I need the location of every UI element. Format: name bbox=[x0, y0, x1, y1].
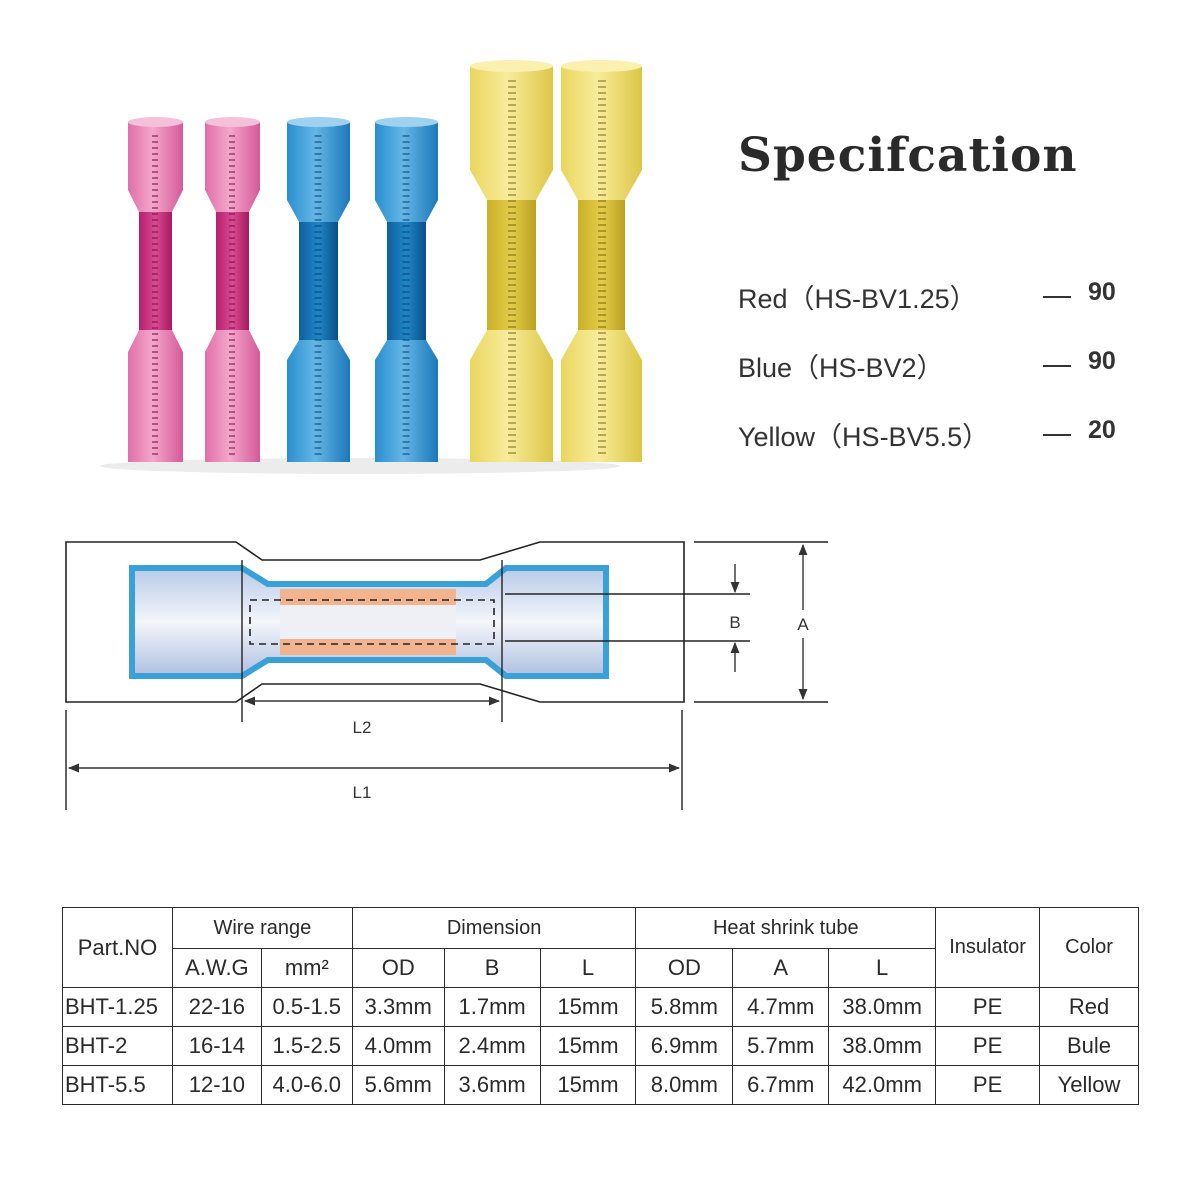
dimension-diagram: B A L2 L1 bbox=[65, 541, 828, 810]
spec-dash bbox=[1043, 434, 1071, 436]
table-cell: 15mm bbox=[539, 1026, 637, 1066]
spec-item-qty: 20 bbox=[1088, 416, 1116, 444]
table-cell: 5.8mm bbox=[635, 987, 734, 1027]
table-cell: Yellow bbox=[1039, 1065, 1139, 1105]
subheader-tube-l: L bbox=[828, 948, 937, 988]
subheader-awg: A.W.G bbox=[171, 948, 262, 988]
subheader-dim-b: B bbox=[443, 948, 541, 988]
subheader-dim-l: L bbox=[539, 948, 637, 988]
spec-item-label: Yellow（HS-BV5.5） bbox=[738, 422, 990, 452]
dim-label-a: A bbox=[797, 615, 809, 634]
subheader-mm2: mm² bbox=[260, 948, 353, 988]
table-cell: BHT-5.5 bbox=[62, 1065, 173, 1105]
spec-title: Specifcation bbox=[738, 128, 1078, 183]
table-cell: 38.0mm bbox=[828, 1026, 937, 1066]
header-dimension: Dimension bbox=[351, 907, 637, 949]
table-cell: 22-16 bbox=[171, 987, 262, 1027]
red-connector bbox=[128, 117, 183, 462]
blue-connector bbox=[287, 117, 350, 462]
table-cell: 4.7mm bbox=[732, 987, 830, 1027]
table-cell: 6.7mm bbox=[732, 1065, 830, 1105]
spec-table: Part.NO Wire range Dimension Heat shrink… bbox=[62, 907, 1139, 1105]
red-connector bbox=[205, 117, 260, 462]
table-cell: PE bbox=[935, 987, 1041, 1027]
table-cell: 6.9mm bbox=[635, 1026, 734, 1066]
table-cell: 0.5-1.5 bbox=[260, 987, 353, 1027]
table-cell: BHT-2 bbox=[62, 1026, 173, 1066]
spec-item-yellow: Yellow（HS-BV5.5） 20 bbox=[738, 415, 1138, 455]
yellow-connector bbox=[561, 60, 642, 462]
spec-item-qty: 90 bbox=[1088, 278, 1116, 306]
connectors-photo bbox=[100, 60, 642, 474]
table-cell: 5.6mm bbox=[351, 1065, 445, 1105]
spec-dash bbox=[1043, 365, 1071, 367]
table-cell: 5.7mm bbox=[732, 1026, 830, 1066]
spec-dash bbox=[1043, 296, 1071, 298]
sleeve-bore bbox=[280, 605, 456, 639]
table-cell: 15mm bbox=[539, 1065, 637, 1105]
table-cell: 12-10 bbox=[171, 1065, 262, 1105]
table-cell: 3.3mm bbox=[351, 987, 445, 1027]
table-cell: 16-14 bbox=[171, 1026, 262, 1066]
spec-item-red: Red（HS-BV1.25） 90 bbox=[738, 277, 1138, 317]
spec-item-qty: 90 bbox=[1088, 347, 1116, 375]
table-cell: Red bbox=[1039, 987, 1139, 1027]
table-cell: BHT-1.25 bbox=[62, 987, 173, 1027]
table-row: BHT-5.5 12-10 4.0-6.0 5.6mm 3.6mm 15mm 8… bbox=[62, 1065, 1139, 1105]
table-cell: 4.0mm bbox=[351, 1026, 445, 1066]
table-cell: Bule bbox=[1039, 1026, 1139, 1066]
dim-label-l1: L1 bbox=[353, 783, 372, 802]
yellow-connector bbox=[470, 60, 553, 462]
table-cell: 1.7mm bbox=[443, 987, 541, 1027]
subheader-tube-a: A bbox=[732, 948, 830, 988]
table-cell: 8.0mm bbox=[635, 1065, 734, 1105]
table-cell: PE bbox=[935, 1065, 1041, 1105]
connector-outline bbox=[65, 541, 685, 703]
table-cell: 15mm bbox=[539, 987, 637, 1027]
table-cell: PE bbox=[935, 1026, 1041, 1066]
table-row: BHT-2 16-14 1.5-2.5 4.0mm 2.4mm 15mm 6.9… bbox=[62, 1026, 1139, 1066]
dim-label-l2: L2 bbox=[353, 718, 372, 737]
table-cell: 42.0mm bbox=[828, 1065, 937, 1105]
spec-item-label: Red（HS-BV1.25） bbox=[738, 284, 977, 314]
table-cell: 3.6mm bbox=[443, 1065, 541, 1105]
blue-connector bbox=[375, 117, 438, 462]
header-color: Color bbox=[1039, 907, 1139, 988]
table-cell: 4.0-6.0 bbox=[260, 1065, 353, 1105]
table-row: BHT-1.25 22-16 0.5-1.5 3.3mm 1.7mm 15mm … bbox=[62, 987, 1139, 1027]
subheader-tube-od: OD bbox=[635, 948, 734, 988]
dim-label-b: B bbox=[729, 613, 740, 632]
dashed-sleeve-outline bbox=[249, 599, 495, 645]
table-cell: 38.0mm bbox=[828, 987, 937, 1027]
subheader-dim-od: OD bbox=[351, 948, 445, 988]
header-part-no: Part.NO bbox=[62, 907, 173, 988]
header-heat-shrink-tube: Heat shrink tube bbox=[635, 907, 937, 949]
spec-item-label: Blue（HS-BV2） bbox=[738, 353, 944, 383]
header-insulator: Insulator bbox=[935, 907, 1041, 988]
header-wire-range: Wire range bbox=[171, 907, 353, 949]
spec-item-blue: Blue（HS-BV2） 90 bbox=[738, 346, 1138, 386]
table-cell: 2.4mm bbox=[443, 1026, 541, 1066]
table-cell: 1.5-2.5 bbox=[260, 1026, 353, 1066]
